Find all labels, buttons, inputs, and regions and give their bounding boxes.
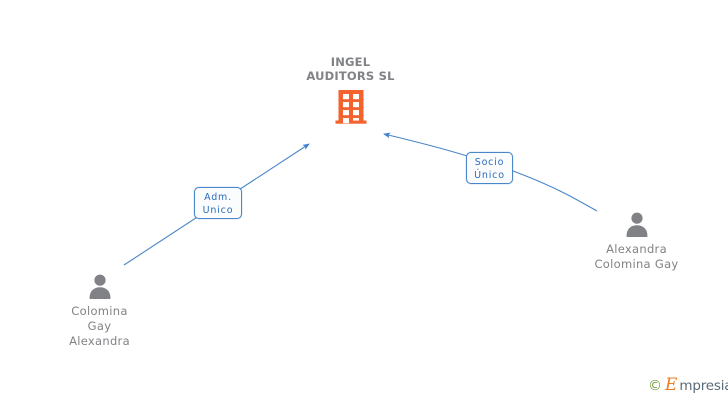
company-node[interactable]: INGEL AUDITORS SL: [288, 55, 413, 127]
company-name-label: INGEL AUDITORS SL: [306, 55, 395, 83]
relation-label-socio-unico[interactable]: Socio Único: [466, 152, 513, 184]
person-name-label-left: Colomina Gay Alexandra: [69, 304, 130, 348]
person-node-right[interactable]: Alexandra Colomina Gay: [579, 210, 694, 272]
person-icon[interactable]: [86, 272, 114, 300]
person-name-label-right: Alexandra Colomina Gay: [594, 242, 679, 271]
brand-name: mpresia: [679, 377, 728, 394]
person-node-left[interactable]: Colomina Gay Alexandra: [42, 272, 157, 349]
person-icon[interactable]: [623, 210, 651, 238]
relation-label-adm-unico[interactable]: Adm. Unico: [194, 187, 242, 219]
brand-initial: E: [665, 375, 678, 395]
building-icon[interactable]: [334, 87, 368, 127]
copyright-icon: ©: [648, 377, 662, 394]
empresia-watermark: © E mpresia: [648, 377, 728, 394]
